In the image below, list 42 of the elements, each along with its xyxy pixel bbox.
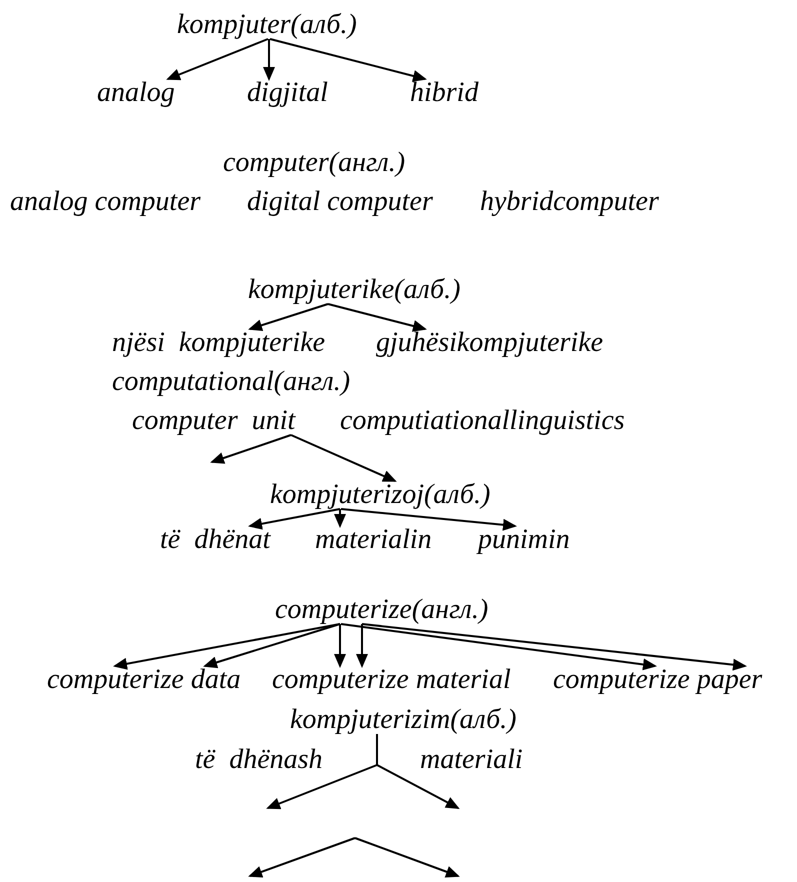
arrow bbox=[270, 38, 427, 82]
arrow bbox=[340, 508, 517, 531]
arrow bbox=[203, 623, 340, 668]
arrow bbox=[340, 623, 657, 670]
term-text: computer unit bbox=[132, 407, 296, 435]
arrow bbox=[166, 38, 268, 80]
arrow bbox=[210, 434, 292, 464]
term-text: njësi kompjuterike bbox=[112, 329, 326, 357]
term-text: analog computer bbox=[10, 188, 201, 216]
term-text: hybridcomputer bbox=[480, 188, 659, 216]
arrow bbox=[113, 623, 340, 670]
term-text: analog bbox=[97, 79, 175, 107]
arrow bbox=[362, 623, 747, 671]
term-text: digital computer bbox=[247, 188, 433, 216]
term-text: computiationallinguistics bbox=[340, 407, 625, 435]
term-text: kompjuterizim(алб.) bbox=[290, 706, 516, 734]
arrow bbox=[263, 39, 275, 81]
term-text: computerize data bbox=[47, 666, 241, 694]
term-text: computerize(англ.) bbox=[275, 596, 488, 624]
term-text: punimin bbox=[478, 526, 570, 554]
term-text: kompjuter(алб.) bbox=[177, 11, 357, 39]
arrow bbox=[334, 624, 346, 668]
term-text: kompjuterike(алб.) bbox=[248, 276, 460, 304]
term-text: të dhënash bbox=[195, 746, 323, 774]
term-text: computerize paper bbox=[553, 666, 762, 694]
arrow bbox=[376, 734, 460, 809]
arrow bbox=[290, 434, 397, 482]
term-text: digjital bbox=[247, 79, 328, 107]
term-text: të dhënat bbox=[160, 526, 270, 554]
term-text: kompjuterizoj(алб.) bbox=[270, 481, 490, 509]
term-text: computerize material bbox=[272, 666, 511, 694]
arrow bbox=[356, 624, 368, 668]
arrow bbox=[248, 303, 328, 332]
term-text: materialin bbox=[315, 526, 432, 554]
term-text: computational(англ.) bbox=[112, 368, 350, 396]
term-text: gjuhësikompjuterike bbox=[376, 329, 604, 357]
arrow bbox=[328, 303, 427, 332]
term-text: materiali bbox=[420, 746, 523, 774]
term-text: computer(англ.) bbox=[223, 149, 406, 177]
arrow bbox=[334, 509, 346, 528]
arrow bbox=[248, 508, 340, 530]
term-text: hibrid bbox=[410, 79, 478, 107]
